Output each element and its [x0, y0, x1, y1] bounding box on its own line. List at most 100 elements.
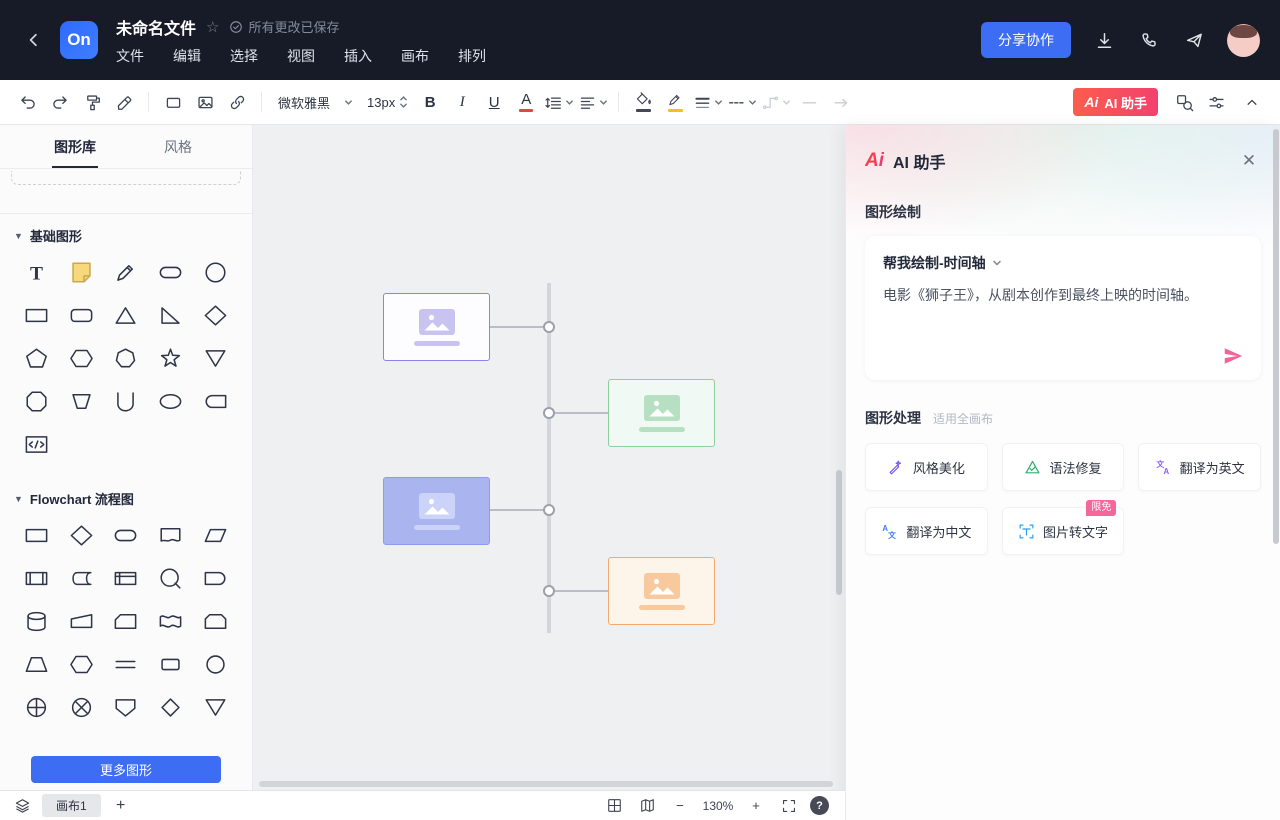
- timeline-node-4[interactable]: [608, 557, 715, 625]
- ai-action-风格美化[interactable]: 风格美化: [865, 443, 988, 491]
- timeline-anchor-dot[interactable]: [543, 407, 555, 419]
- shape-preparation[interactable]: [59, 647, 104, 681]
- undo-button[interactable]: [14, 88, 42, 116]
- shape-double-lines[interactable]: [104, 647, 149, 681]
- shape-code-block[interactable]: [14, 427, 59, 461]
- tab-shape-library[interactable]: 图形库: [50, 125, 100, 168]
- zoom-out-button[interactable]: −: [668, 794, 692, 818]
- shape-star[interactable]: [148, 341, 193, 375]
- menu-画布[interactable]: 画布: [401, 47, 429, 64]
- font-color-button[interactable]: A: [512, 88, 540, 116]
- settings-sliders-button[interactable]: [1202, 88, 1230, 116]
- shape-process[interactable]: [14, 518, 59, 552]
- dash-style-button[interactable]: [727, 88, 757, 116]
- shape-rectangle-small[interactable]: [148, 647, 193, 681]
- eraser-button[interactable]: [110, 88, 138, 116]
- bold-button[interactable]: B: [416, 88, 444, 116]
- shape-round-left-rectangle[interactable]: [193, 384, 238, 418]
- timeline-anchor-dot[interactable]: [543, 504, 555, 516]
- shape-manual-input[interactable]: [59, 604, 104, 638]
- shape-terminator[interactable]: [104, 518, 149, 552]
- shape-circle-small[interactable]: [193, 647, 238, 681]
- grid-toggle-button[interactable]: [602, 794, 626, 818]
- line-tool-button[interactable]: [795, 88, 823, 116]
- canvas-horizontal-scrollbar[interactable]: [259, 781, 833, 787]
- download-button[interactable]: [1092, 28, 1116, 52]
- connector-style-button[interactable]: [761, 88, 791, 116]
- shape-off-page[interactable]: [104, 690, 149, 724]
- menu-插入[interactable]: 插入: [344, 47, 372, 64]
- shape-stadium[interactable]: [148, 255, 193, 289]
- ai-assistant-button[interactable]: Ai AI 助手: [1073, 88, 1158, 116]
- shape-card[interactable]: [104, 604, 149, 638]
- menu-视图[interactable]: 视图: [287, 47, 315, 64]
- shape-triangle-down[interactable]: [193, 341, 238, 375]
- connector-line[interactable]: [551, 590, 608, 592]
- shape-hexagon[interactable]: [59, 341, 104, 375]
- help-button[interactable]: ?: [810, 796, 829, 815]
- arrow-tool-button[interactable]: [827, 88, 855, 116]
- shape-triangle[interactable]: [104, 298, 149, 332]
- app-logo[interactable]: On: [60, 21, 98, 59]
- shape-diamond[interactable]: [193, 298, 238, 332]
- shape-text[interactable]: T: [14, 255, 59, 289]
- italic-button[interactable]: I: [448, 88, 476, 116]
- contact-button[interactable]: [1137, 28, 1161, 52]
- shape-merge[interactable]: [193, 690, 238, 724]
- more-shapes-button[interactable]: 更多图形: [31, 756, 221, 783]
- shape-circle[interactable]: [193, 255, 238, 289]
- menu-编辑[interactable]: 编辑: [173, 47, 201, 64]
- shape-sticky-note[interactable]: [59, 255, 104, 289]
- shape-trapezoid[interactable]: [14, 647, 59, 681]
- menu-排列[interactable]: 排列: [458, 47, 486, 64]
- shape-decision[interactable]: [59, 518, 104, 552]
- insert-shape-button[interactable]: [159, 88, 187, 116]
- canvas-tab[interactable]: 画布1: [42, 794, 101, 817]
- shape-internal-storage[interactable]: [104, 561, 149, 595]
- highlight-pen-button[interactable]: [661, 88, 689, 116]
- shape-ellipse[interactable]: [148, 384, 193, 418]
- prompt-type-select[interactable]: 帮我绘制-时间轴: [883, 253, 1243, 273]
- shape-arch[interactable]: [104, 384, 149, 418]
- insert-link-button[interactable]: [223, 88, 251, 116]
- shape-loop-limit[interactable]: [193, 604, 238, 638]
- shape-octagon[interactable]: [14, 384, 59, 418]
- page-scrollbar[interactable]: [1273, 125, 1279, 820]
- section-basic-shapes[interactable]: ▼ 基础图形: [0, 214, 252, 253]
- drawing-canvas[interactable]: [253, 125, 845, 790]
- user-avatar[interactable]: [1227, 23, 1260, 57]
- prompt-text-input[interactable]: 电影《狮子王》，从剧本创作到最终上映的时间轴。: [883, 287, 1198, 303]
- add-canvas-button[interactable]: +: [109, 794, 133, 818]
- format-painter-button[interactable]: [78, 88, 106, 116]
- timeline-anchor-dot[interactable]: [543, 321, 555, 333]
- collapse-toolbar-button[interactable]: [1238, 88, 1266, 116]
- shape-pen[interactable]: [104, 255, 149, 289]
- menu-选择[interactable]: 选择: [230, 47, 258, 64]
- align-button[interactable]: [578, 88, 608, 116]
- shape-right-triangle[interactable]: [148, 298, 193, 332]
- favorite-star-icon[interactable]: ☆: [206, 18, 220, 36]
- page-scrollbar-thumb[interactable]: [1273, 129, 1279, 544]
- layers-button[interactable]: [10, 794, 34, 818]
- tab-style[interactable]: 风格: [164, 138, 192, 155]
- shape-rectangle[interactable]: [14, 298, 59, 332]
- connector-line[interactable]: [490, 326, 547, 328]
- zoom-in-button[interactable]: +: [744, 794, 768, 818]
- ai-action-语法修复[interactable]: 语法修复: [1001, 443, 1125, 491]
- canvas-vertical-scrollbar[interactable]: [836, 470, 842, 595]
- shape-collate[interactable]: [148, 690, 193, 724]
- close-panel-button[interactable]: ✕: [1237, 149, 1261, 173]
- send-prompt-button[interactable]: [1221, 344, 1245, 368]
- fit-screen-button[interactable]: [777, 794, 801, 818]
- font-family-select[interactable]: 微软雅黑: [272, 88, 359, 116]
- document-title[interactable]: 未命名文件: [116, 20, 197, 38]
- shape-database[interactable]: [14, 604, 59, 638]
- underline-button[interactable]: U: [480, 88, 508, 116]
- shape-heptagon[interactable]: [104, 341, 149, 375]
- insert-image-button[interactable]: [191, 88, 219, 116]
- timeline-node-3[interactable]: [383, 477, 490, 545]
- connector-line[interactable]: [490, 509, 547, 511]
- connector-line[interactable]: [551, 412, 608, 414]
- shape-delay[interactable]: [193, 561, 238, 595]
